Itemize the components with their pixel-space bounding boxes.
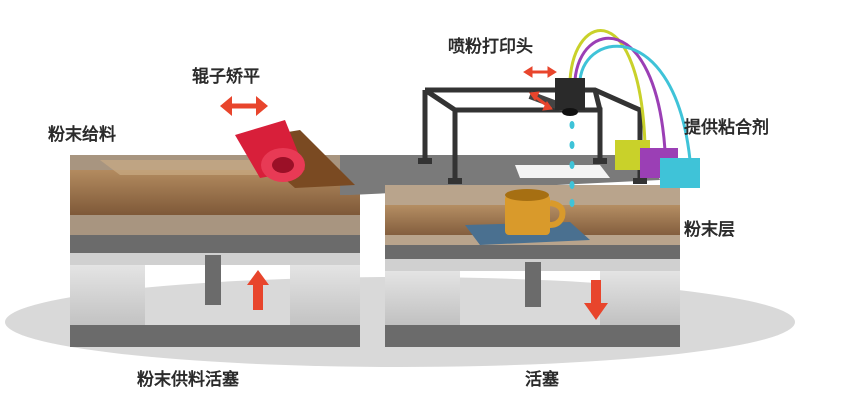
roller-direction-arrow-icon: [220, 96, 268, 116]
binder-cartridges: [615, 140, 700, 188]
label-powder-feed: 粉末给料: [48, 124, 116, 145]
label-powder-layer: 粉末层: [684, 219, 735, 240]
binder-droplets: [569, 121, 575, 207]
build-piston-rod: [525, 262, 541, 307]
cup-model: [505, 189, 566, 235]
binder-tube-yellow: [568, 29, 647, 146]
label-print-head: 喷粉打印头: [448, 36, 533, 57]
roller: [235, 120, 305, 182]
label-roller-leveling: 辊子矫平: [192, 66, 260, 87]
feed-piston-rod: [205, 255, 221, 305]
up-arrow-icon: [247, 270, 269, 310]
down-arrow-icon: [584, 280, 608, 320]
print-head-arrows-icon: [523, 66, 557, 111]
label-feed-piston: 粉末供料活塞: [137, 369, 240, 390]
binder-tube-purple: [573, 36, 667, 151]
label-binder-supply: 提供粘合剂: [684, 117, 769, 138]
binder-tube-cyan: [578, 44, 692, 161]
label-build-piston: 活塞: [525, 369, 560, 390]
frame-feet: [418, 158, 647, 184]
